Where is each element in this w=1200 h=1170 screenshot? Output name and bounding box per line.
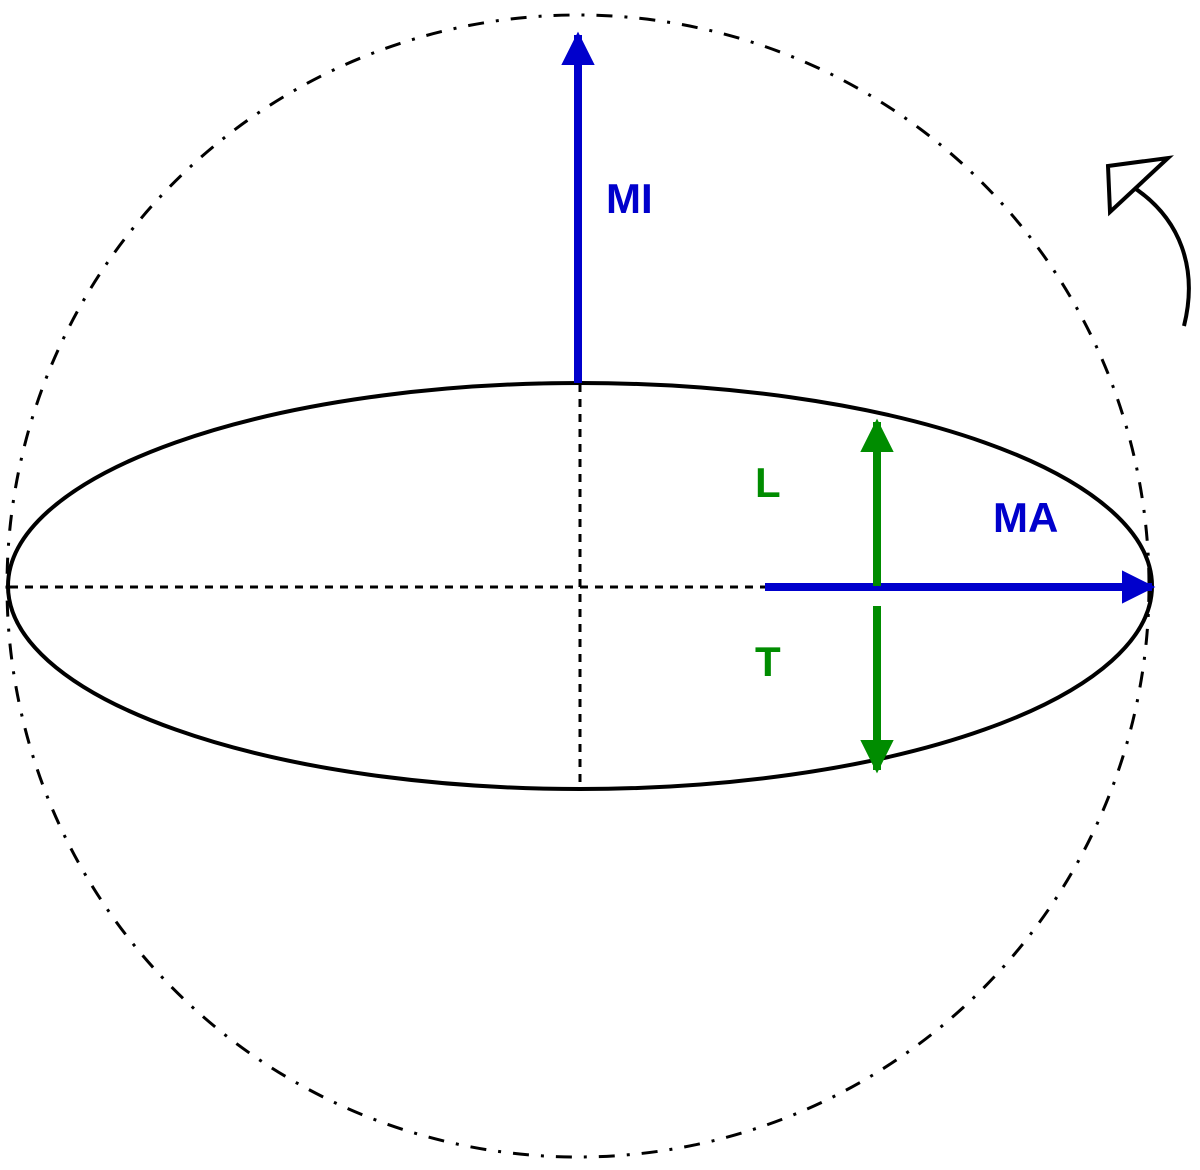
label-upper: L [755, 459, 781, 506]
rotation-arrow-icon [1105, 155, 1191, 327]
label-lower: T [755, 638, 781, 685]
label-minor-axis: MI [606, 175, 653, 222]
label-major-axis: MA [993, 494, 1058, 541]
